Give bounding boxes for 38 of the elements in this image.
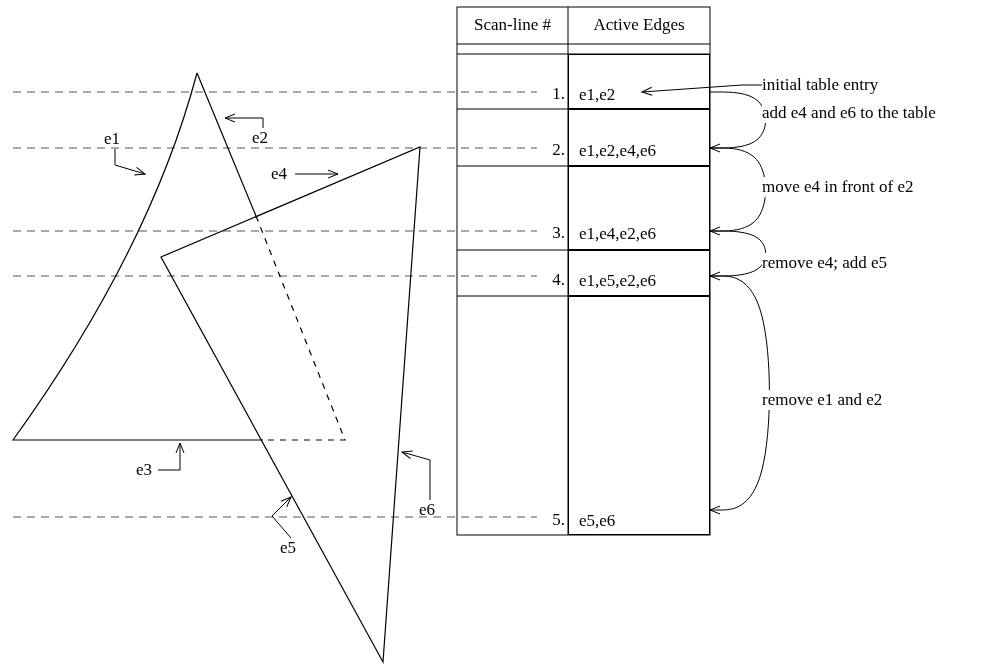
edge-name: e3	[136, 460, 158, 480]
table-cell	[568, 109, 710, 166]
edge-name: e6	[419, 500, 441, 520]
edge-name: e1	[104, 129, 126, 149]
leader-arrow	[641, 84, 763, 96]
active-edge-list: e1,e5,e2,e6	[579, 271, 656, 291]
row-number: 2.	[551, 140, 565, 160]
active-edge-list: e1,e2,e4,e6	[579, 141, 656, 161]
column-header: Scan-line #	[473, 15, 552, 35]
table-cell	[568, 166, 710, 250]
leader-arrow	[114, 148, 146, 176]
leader-arrow	[271, 496, 292, 539]
edge-label: add e4 and e6 to the table	[762, 103, 936, 123]
leader-arrow	[157, 442, 185, 471]
active-edge-list: e1,e4,e2,e6	[579, 224, 656, 244]
active-edge-list: e5,e6	[579, 511, 616, 531]
edge-name: e4	[271, 164, 295, 184]
edge-name: e5	[280, 538, 302, 558]
row-number: 3.	[551, 223, 565, 243]
table-cell	[568, 54, 710, 109]
edge-name: e2	[252, 128, 274, 148]
edge-label: remove e1 and e2	[762, 390, 883, 410]
note-text: initial table entry	[762, 75, 912, 95]
row-number: 5.	[551, 510, 565, 530]
edge-label: remove e4; add e5	[762, 253, 888, 273]
active-edge-list: e1,e2	[579, 85, 616, 105]
row-number: 4.	[551, 270, 565, 290]
row-number: 1.	[551, 84, 565, 104]
curved-arrow	[709, 230, 767, 281]
leader-arrow	[401, 450, 431, 501]
leader-arrow	[294, 169, 339, 179]
edge-label: move e4 in front of e2	[762, 177, 914, 197]
table-cell	[568, 250, 710, 296]
curved-arrow	[709, 91, 767, 153]
column-header: Active Edges	[592, 15, 686, 35]
table-cell	[568, 296, 710, 535]
leader-arrow	[224, 113, 264, 129]
curved-arrow	[709, 275, 770, 515]
